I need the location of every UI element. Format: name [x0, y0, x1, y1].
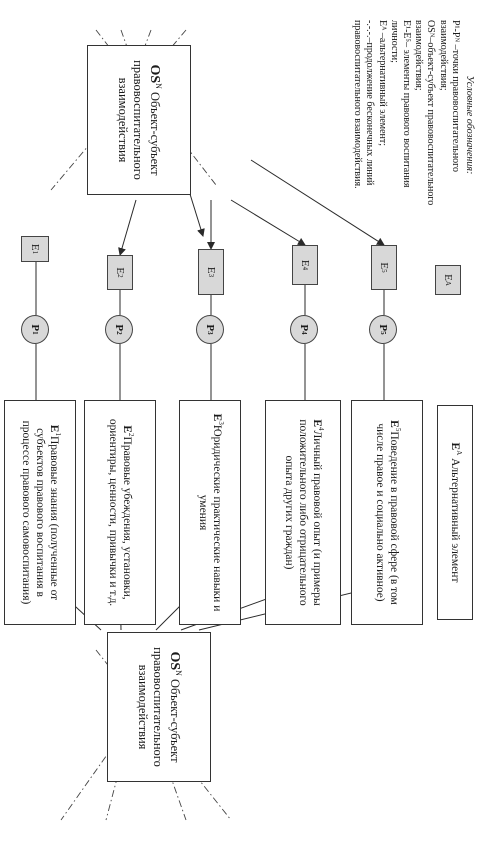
arrow-os-top-e2	[118, 199, 137, 256]
e2-lead: E	[120, 425, 133, 434]
p3-tag: P	[204, 324, 216, 332]
e5-sup: 5	[380, 269, 388, 273]
e4-lead: E	[310, 419, 323, 427]
os-sup: N	[153, 83, 163, 89]
p-connectors	[35, 262, 385, 400]
legend-title: Условные обозначения:	[464, 75, 475, 175]
e2-tag: E	[114, 267, 126, 275]
dashdot-line-8	[95, 649, 232, 821]
legend-line-4: Eᴬ –альтернативный элемент;	[376, 20, 388, 147]
p2-tag: P	[113, 324, 125, 332]
arrow-os-top-e4	[230, 199, 306, 246]
e1-sup: 1	[31, 250, 39, 255]
e3-text-box: E3Юридические практические навыки и умен…	[179, 400, 241, 625]
legend-line-5: -.-.-.–продолжение бесконечных линий пра…	[352, 20, 376, 189]
e5-tag: E	[378, 262, 390, 270]
legend: Условные обозначения: P¹-Pᴺ –точки право…	[351, 20, 475, 230]
p5-tag: P	[377, 324, 389, 332]
e4-text-box: E4Личный правовой опыт (и примеры положи…	[265, 400, 341, 625]
e3-tag: E	[205, 266, 217, 274]
ea-sup: A	[444, 280, 452, 286]
e4-sup: 4	[301, 266, 309, 271]
e2-text-box: E2Правовые убеждения, установки, ориенти…	[84, 400, 156, 625]
ea-tag: E	[442, 274, 454, 281]
os-symbol: OS	[146, 64, 162, 84]
p1-tag: P	[29, 324, 41, 332]
e5-lead: E	[387, 420, 400, 428]
os-sup: N	[173, 670, 183, 676]
e4-tag: E	[299, 259, 311, 267]
ea-label: Альтернативный элемент	[448, 458, 461, 583]
p3-sup: 3	[206, 331, 214, 335]
e3-label: Юридические практические навыки и умения	[197, 424, 223, 612]
p5-sup: 5	[379, 331, 387, 335]
ea-lead-sup: A	[454, 450, 463, 456]
e1-text-box: E1Правовые знания (полученные от субъект…	[4, 400, 76, 625]
e4-label: Личный правовой опыт (и примеры положите…	[283, 419, 323, 606]
e5-label: Поведение в правовой сфере (в том числе …	[374, 423, 400, 605]
e5-text-box: E5Поведение в правовой сфере (в том числ…	[351, 400, 423, 625]
p4-sup: 4	[300, 331, 308, 335]
legend-line-2: OSᴺ–объект-субъект правовоспитательного …	[413, 20, 437, 206]
e2-sup: 2	[116, 274, 124, 278]
legend-line-3: E¹-E⁵– элементы правового воспитания лич…	[388, 20, 413, 188]
os-box-top: OSN Объект-субъект правовоспитательного …	[87, 45, 191, 195]
legend-line-1: P¹-Pᴺ –точки правовоспитательного взаимо…	[437, 20, 461, 173]
e2-label: Правовые убеждения, установки, ориентиры…	[107, 418, 133, 607]
arrow-os-top-e5	[250, 159, 385, 246]
e1-tag: E	[29, 243, 41, 251]
p4-tag: P	[298, 324, 310, 332]
p1-sup: 1	[31, 331, 39, 335]
e3-sup: 3	[207, 273, 215, 278]
e1-label: Правовые знания (полученные от субъектов…	[20, 420, 60, 605]
os-symbol: OS	[166, 651, 182, 671]
os-box-bottom: OSN Объект-субъект правовоспитательного …	[107, 632, 211, 782]
p2-sup: 2	[115, 331, 123, 335]
ea-text-box: EA Альтернативный элемент	[437, 405, 473, 620]
